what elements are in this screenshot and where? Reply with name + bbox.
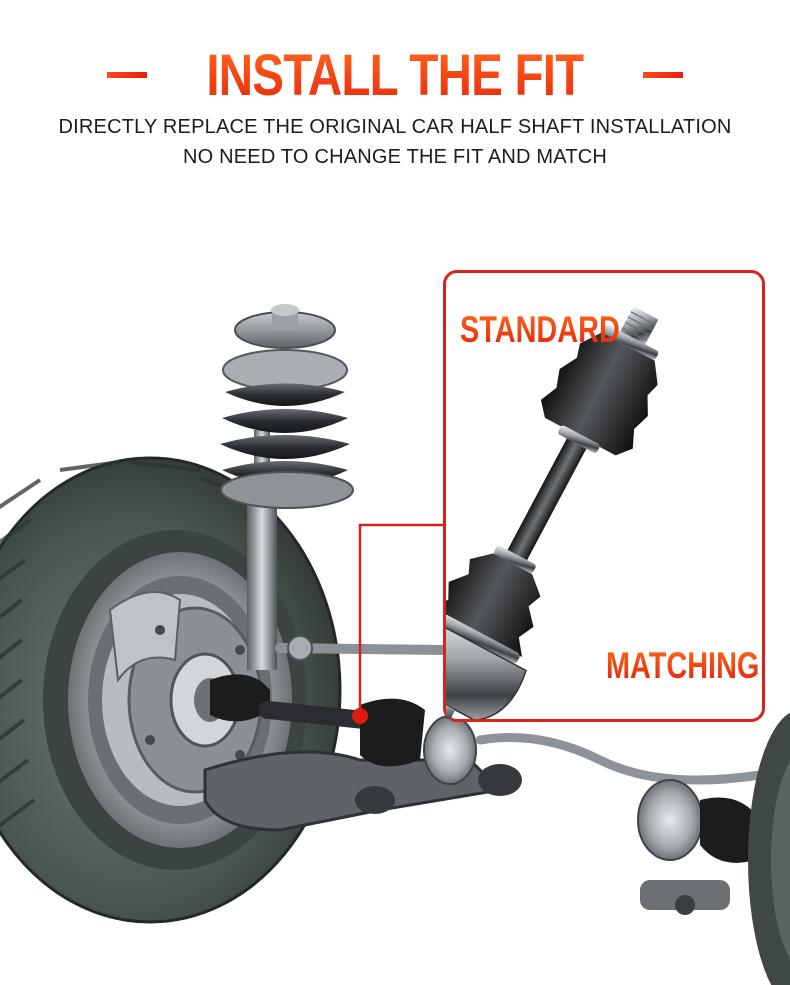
title-row: INSTALL THE FIT: [0, 38, 790, 112]
subtitle-line-1: DIRECTLY REPLACE THE ORIGINAL CAR HALF S…: [58, 116, 732, 138]
installed-half-shaft: [210, 674, 477, 785]
standard-label: STANDARD: [460, 309, 620, 350]
subtitle-line-2: NO NEED TO CHANGE THE FIT AND MATCH: [182, 146, 608, 168]
title-dash-right: [642, 72, 683, 78]
matching-label: MATCHING: [606, 645, 760, 686]
product-callout: STANDARD MATCHING: [443, 270, 765, 722]
tie-rod: [275, 635, 450, 661]
right-side-drivetrain: [637, 779, 760, 915]
stabilizer-bar: [475, 733, 765, 785]
cv-axle-product-image: [446, 306, 659, 719]
page-title: INSTALL THE FIT: [206, 42, 585, 108]
control-arm: [203, 750, 522, 832]
callout-connector: [352, 523, 443, 724]
right-tire-partial: [748, 712, 790, 985]
coil-spring: [220, 304, 354, 509]
title-dash-left: [107, 72, 148, 78]
